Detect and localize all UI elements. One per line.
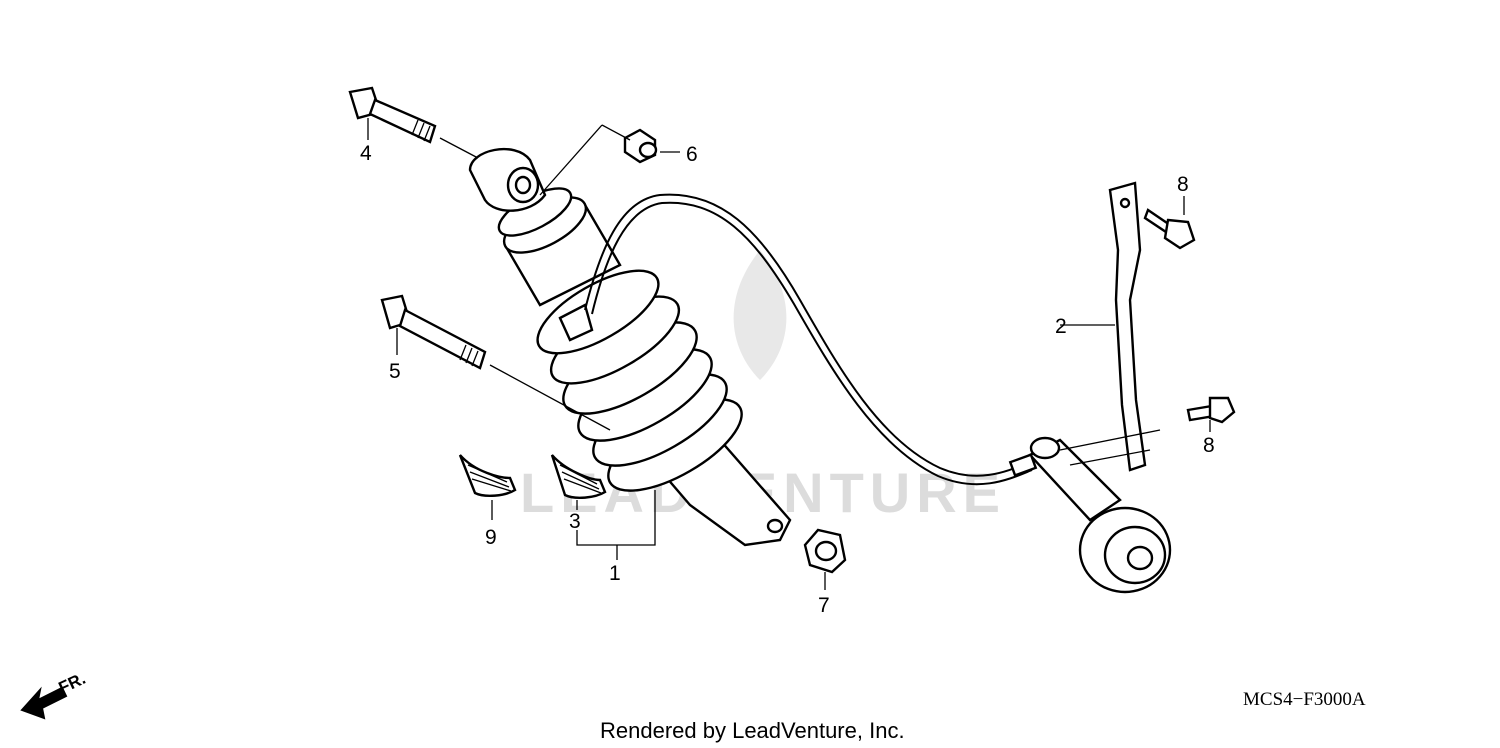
callout-6: 6 — [686, 143, 698, 166]
leader-lines — [367, 118, 1211, 590]
callout-2: 2 — [1055, 315, 1067, 338]
callout-7: 7 — [818, 594, 830, 617]
decal-part-9 — [458, 454, 517, 498]
callout-3: 3 — [569, 510, 581, 533]
shock-spring — [536, 269, 743, 492]
bolt-upper — [348, 86, 437, 144]
callout-8-upper: 8 — [1177, 173, 1189, 196]
credit-text: Rendered by LeadVenture, Inc. — [600, 718, 905, 743]
preload-hose — [584, 193, 1031, 477]
bolt-lower — [380, 294, 487, 370]
decal-part-3 — [550, 454, 607, 500]
preload-adjuster — [1008, 436, 1172, 594]
shock-absorber — [468, 147, 792, 547]
bracket-bolt-lower — [1186, 396, 1236, 424]
callout-8-lower: 8 — [1203, 434, 1215, 457]
callout-9: 9 — [485, 526, 497, 549]
nut-upper — [623, 128, 658, 164]
front-direction-arrow: FR. — [20, 669, 89, 720]
bracket-bolt-upper — [1143, 208, 1196, 250]
nut-lower — [803, 528, 847, 574]
callout-5: 5 — [389, 360, 401, 383]
adjuster-bracket — [1108, 181, 1147, 472]
diagram-code: MCS4−F3000A — [1243, 689, 1366, 710]
callout-1: 1 — [609, 562, 621, 585]
callout-4: 4 — [360, 142, 372, 165]
